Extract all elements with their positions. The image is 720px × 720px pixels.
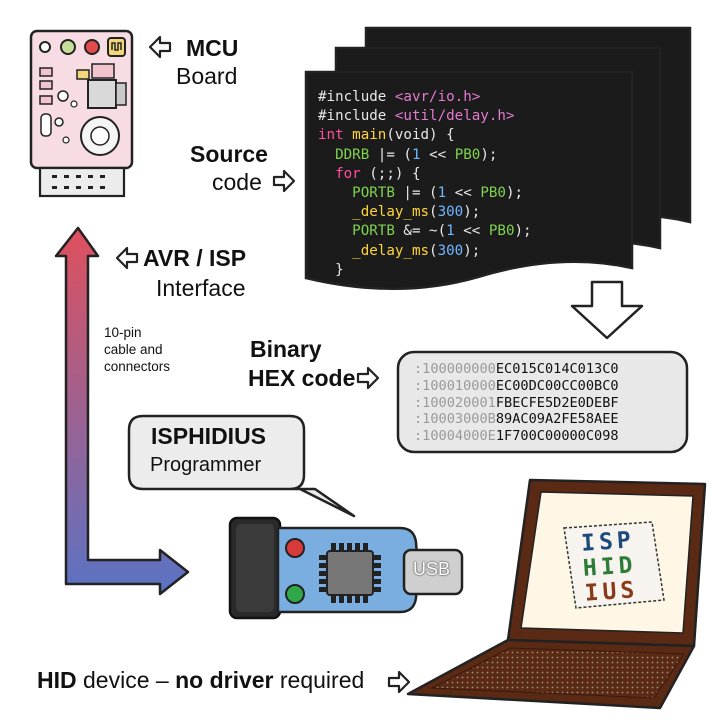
source-arrow-icon [272, 169, 296, 193]
hex-line: :10004000E1F700C00000C098 [414, 428, 619, 445]
code-line: _delay_ms(300); [352, 204, 481, 221]
hid-caption: HID device – no driver required [37, 667, 365, 693]
cable-note-line1: 10-pin [104, 325, 142, 340]
binary-label-hex: HEX code [248, 365, 356, 391]
binary-label-sub: HEX code [248, 365, 356, 391]
mcu-arrow-icon [148, 35, 172, 59]
cable-note-line2: cable and [104, 342, 163, 357]
hex-line: :100000000EC015C014C013C0 [414, 361, 619, 377]
laptop-logo-line3: IUS [583, 577, 640, 607]
isp-link-arrow [54, 226, 190, 596]
mcu-label-bold: MCU [186, 35, 239, 61]
source-code: #include <avr/io.h> #include <util/delay.… [318, 88, 532, 280]
avr-label-sub: Interface [156, 275, 246, 301]
programmer-callout [127, 414, 356, 518]
hid-caption-text2: required [279, 667, 365, 693]
source-code-stack [304, 26, 692, 290]
code-line: int main(void) { [318, 127, 455, 144]
usb-programmer [228, 516, 464, 620]
cable-note: 10-pin cable and connectors [104, 324, 170, 375]
mcu-label: MCU [186, 35, 239, 61]
code-line: PORTB |= (1 << PB0); [352, 185, 524, 202]
programmer-subtitle: Programmer [150, 454, 262, 476]
usb-label: USB [413, 559, 451, 579]
hid-caption-text1: device – [83, 667, 169, 693]
mcu-label-sub: Board [176, 63, 238, 89]
hex-line: :100010000EC00DC00CC00BC0 [414, 377, 619, 394]
source-label: Source [190, 141, 268, 167]
code-line: DDRB |= (1 << PB0); [335, 146, 498, 163]
source-label-sub: code [212, 169, 262, 195]
hex-line: :10003000B89AC09A2FE58AEE [414, 411, 619, 428]
mcu-board [29, 29, 134, 198]
hid-caption-bold1: HID [37, 667, 77, 693]
laptop-logo: ISP HID IUS [580, 527, 640, 607]
programmer-title: ISPHIDIUS [151, 423, 267, 449]
code-line: for (;;) { [335, 165, 421, 182]
cable-note-line3: connectors [104, 359, 171, 374]
hid-caption-bold2: no driver [175, 667, 274, 693]
hex-box [396, 350, 689, 454]
led-red [285, 538, 305, 558]
led-green [285, 584, 305, 604]
avr-arrow-icon [115, 246, 139, 270]
code-line: #include <avr/io.h> [318, 89, 481, 105]
code-line: PORTB &= ~(1 << PB0); [352, 223, 532, 240]
binary-label-bold: Binary [250, 336, 322, 362]
hex-code: :100000000EC015C014C013C0:100010000EC00D… [414, 361, 619, 445]
hid-arrow-icon [387, 670, 411, 694]
programmer-title-text: ISPHIDIUS [151, 423, 267, 449]
binary-label: Binary [250, 336, 322, 362]
code-line: } [335, 261, 344, 278]
down-arrow-icon [570, 280, 644, 340]
binary-arrow-icon [356, 366, 380, 390]
code-line: _delay_ms(300); [352, 242, 481, 259]
code-line: #include <util/delay.h> [318, 108, 515, 125]
hex-line: :100020001FBECFE5D2E0DEBF [414, 394, 619, 411]
avr-label: AVR / ISP [143, 245, 247, 271]
avr-label-bold: AVR / ISP [143, 245, 247, 271]
source-label-bold: Source [190, 141, 268, 167]
laptop [406, 478, 707, 710]
chip-icon [319, 543, 381, 603]
